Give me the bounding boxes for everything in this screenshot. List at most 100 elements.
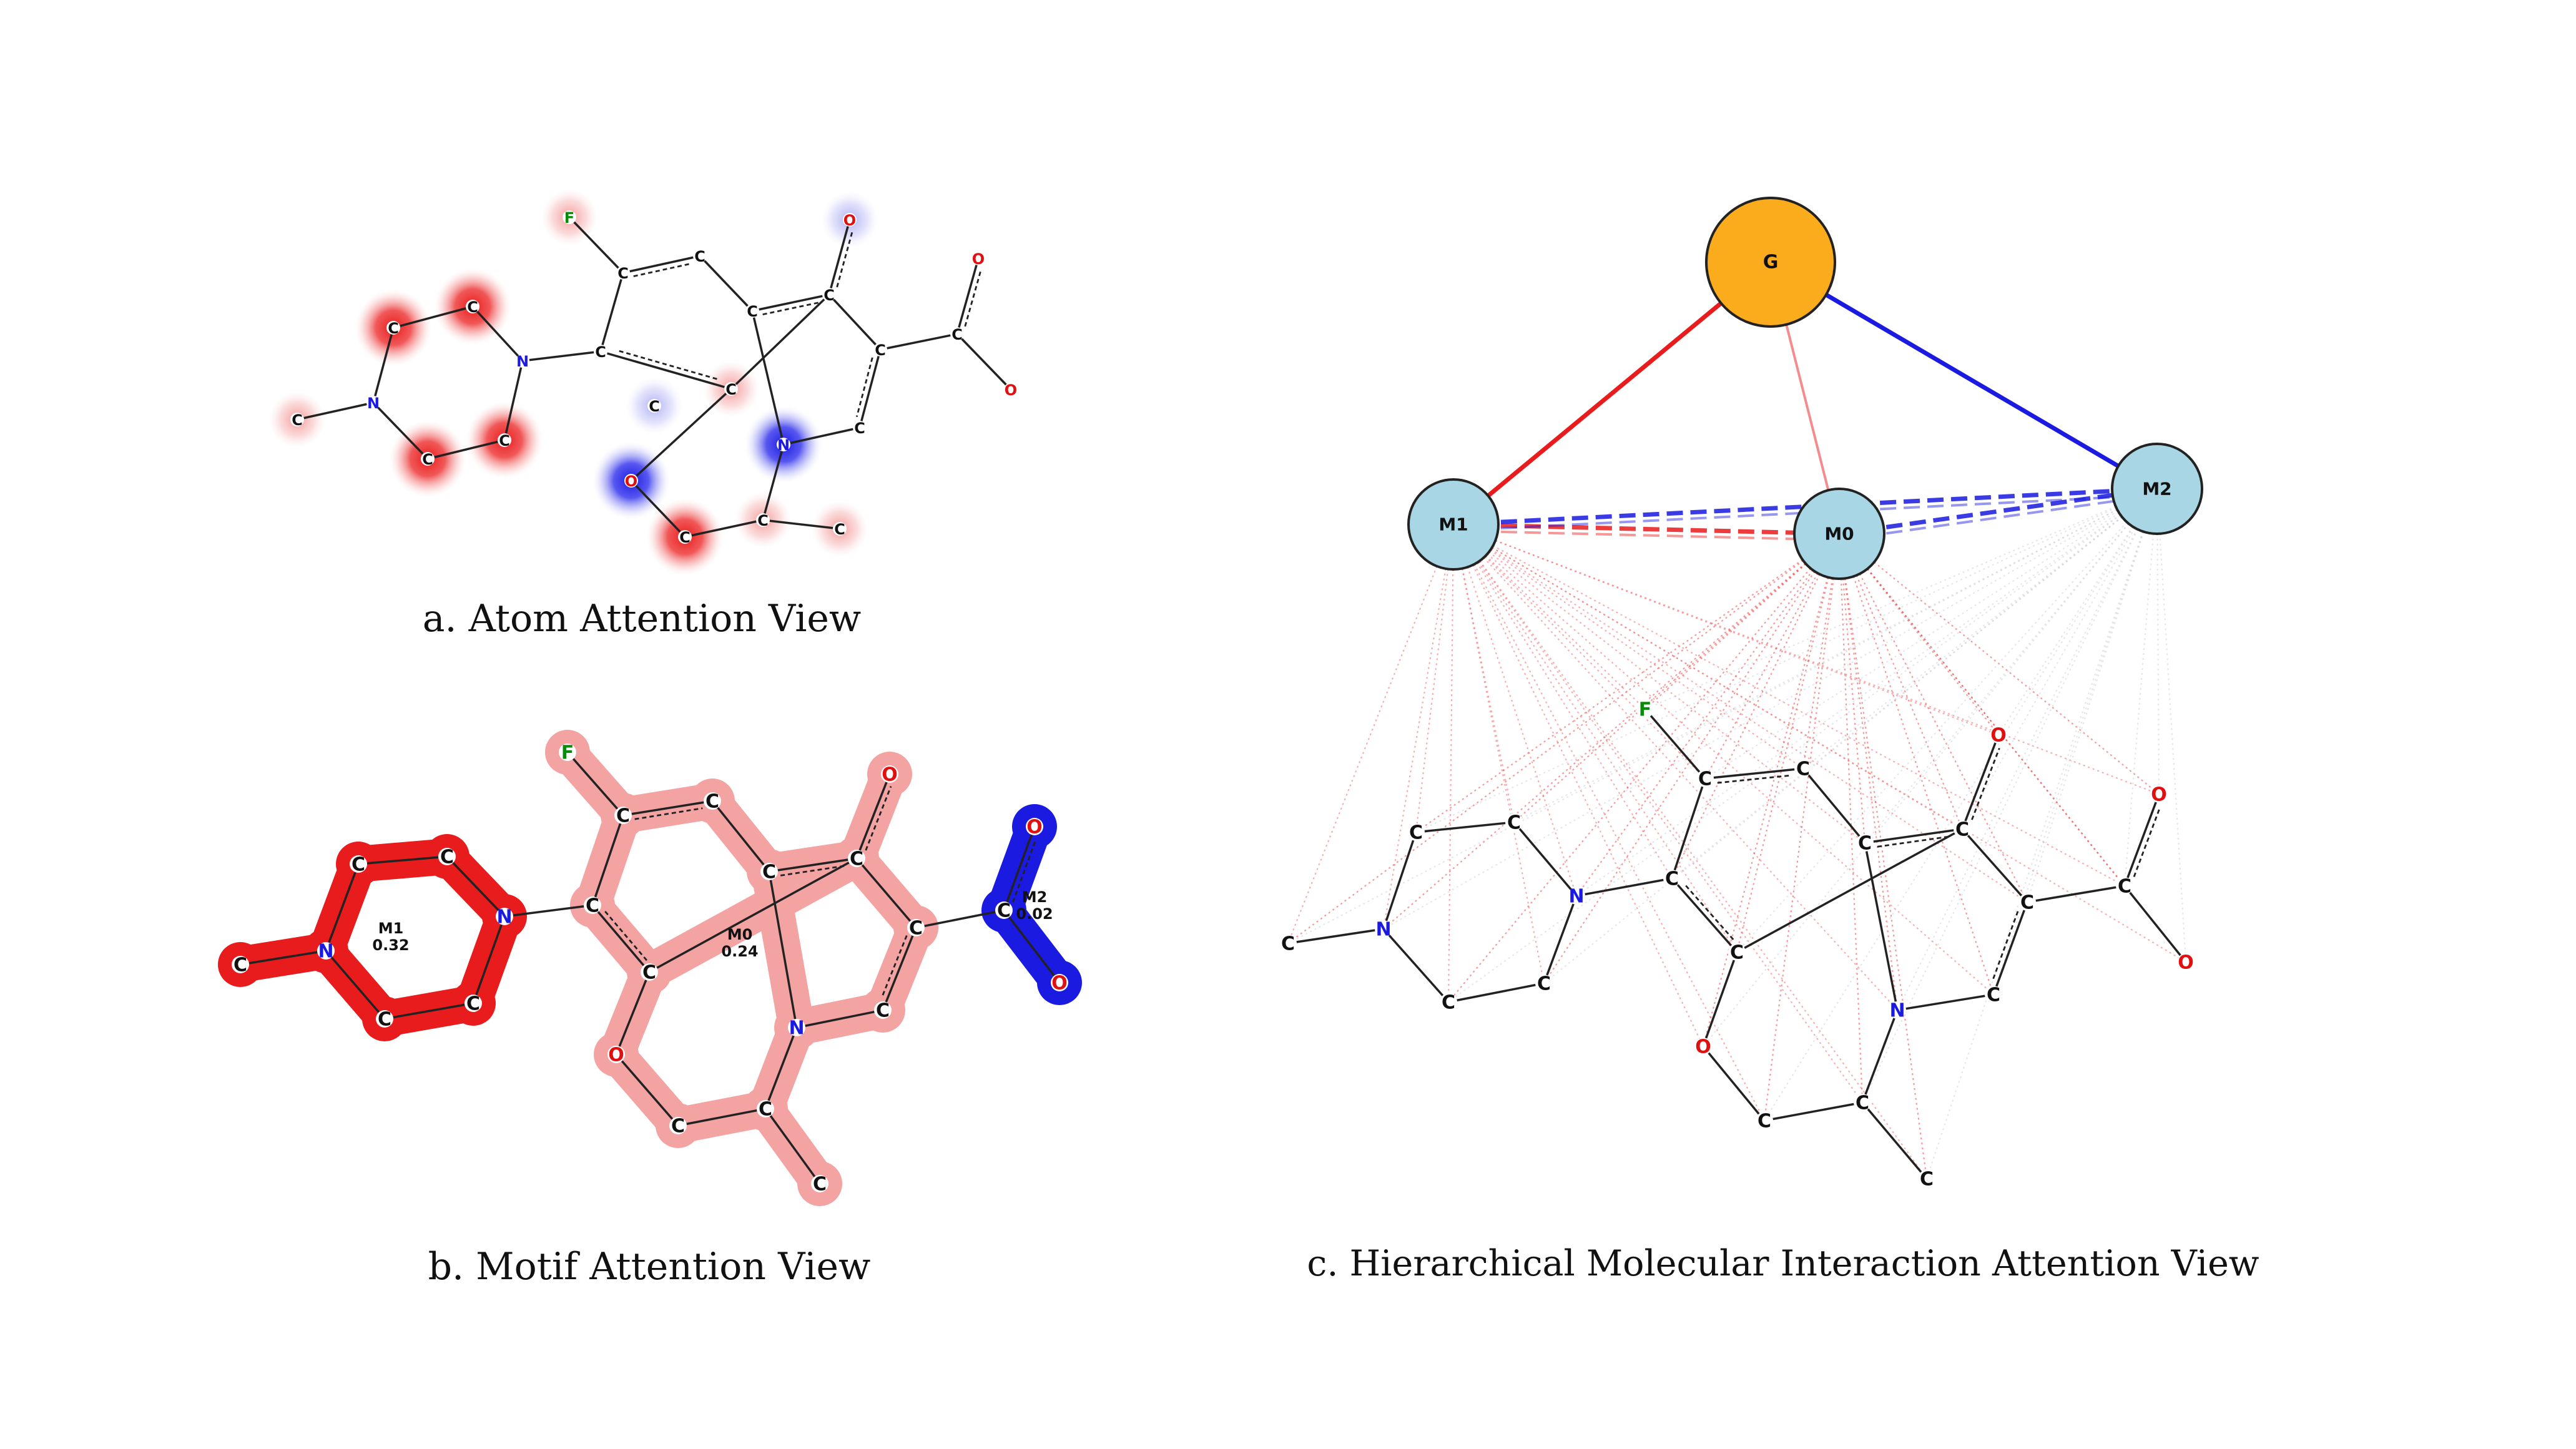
c-atom-label: C	[1442, 992, 1455, 1014]
a-atom-label: C	[747, 303, 758, 320]
c-bond-double	[1877, 835, 1952, 848]
b-atom-label: C	[759, 1099, 772, 1121]
c-atom-bg	[1696, 770, 1714, 787]
motif-atom-link	[1998, 488, 2158, 735]
motif-atom-link	[1453, 524, 1738, 953]
a-bond	[630, 479, 686, 538]
b-bond	[1003, 826, 1036, 911]
motif-atom-link	[1764, 488, 2158, 1121]
c-bond	[2027, 885, 2125, 903]
a-bond	[600, 350, 732, 390]
global-node	[1705, 197, 1836, 328]
a-atom-bg	[466, 300, 479, 313]
motif-atom-link	[1704, 533, 1840, 779]
c-bond	[1644, 708, 1706, 780]
a-bond	[471, 305, 524, 362]
b-atom-label: C	[586, 895, 599, 917]
b-bond-double	[865, 785, 892, 851]
a-bond-double	[762, 301, 822, 316]
b-bond	[622, 800, 713, 817]
b-bond	[591, 815, 624, 906]
motif-atom-link	[1447, 524, 1455, 1003]
motif-atom-link	[1838, 533, 1928, 1179]
b-atom-bg	[584, 896, 601, 914]
motif-id-label: M1	[378, 920, 404, 937]
b-atom-label: C	[997, 900, 1011, 922]
a-bond	[730, 293, 830, 390]
a-atom-label: C	[875, 341, 886, 359]
a-bond	[427, 439, 505, 460]
motif-atom-link	[2123, 488, 2158, 887]
c-bond-double	[1683, 883, 1734, 940]
c-atom-bg	[2116, 877, 2133, 895]
c-atom-label: N	[1568, 886, 1584, 908]
c-bond	[2123, 793, 2160, 887]
a-atom-label: C	[388, 320, 399, 337]
a-atom-label: C	[725, 381, 737, 398]
motif-atom-link	[1839, 533, 2186, 963]
c-bond	[1864, 828, 1963, 844]
a-atom-bg	[777, 438, 790, 451]
a-atom-label: F	[564, 209, 574, 227]
b-atom-bg	[376, 1010, 393, 1028]
b-atom-bg	[496, 908, 513, 925]
b-atom-label: C	[909, 918, 923, 940]
motif-atom-link	[1897, 488, 2158, 1011]
b-atom-label: C	[234, 955, 247, 976]
b-atom-bg	[848, 850, 865, 867]
a-atom-bg	[498, 433, 511, 447]
a-bond	[393, 305, 473, 329]
b-bond	[769, 857, 857, 873]
atom-attention-glows	[268, 189, 878, 576]
motif-atom-link	[1453, 524, 1765, 1121]
motif-atom-link	[1415, 524, 1455, 833]
b-bond	[504, 904, 593, 918]
motif-atom-link	[1839, 533, 2160, 795]
a-bond-double	[617, 350, 717, 380]
a-bond	[751, 310, 785, 445]
b-bond-double	[634, 807, 703, 820]
c-atom-bg	[1279, 935, 1297, 952]
motif-atom-link	[2156, 488, 2160, 795]
a-atom-label: C	[854, 420, 865, 437]
b-bond	[764, 1027, 798, 1109]
global-node-label: G	[1763, 252, 1779, 273]
b-atom-bg	[232, 956, 249, 973]
c-bond	[1861, 1009, 1899, 1103]
b-bond	[649, 857, 857, 973]
c-atom-bg	[1918, 1170, 1935, 1187]
motif-atom-link	[1513, 533, 1840, 823]
a-bond	[599, 272, 624, 352]
c-atom-bg	[1440, 993, 1457, 1011]
c-atom-label: N	[1375, 919, 1391, 941]
motif-atom-link	[1644, 533, 1840, 710]
motif-atom-link	[1287, 524, 1455, 944]
a-bond	[858, 349, 882, 428]
b-atom-label: C	[466, 993, 480, 1015]
motif-node	[1407, 478, 1500, 571]
motif-atom-link	[1448, 488, 2158, 1003]
b-bond	[615, 971, 651, 1055]
c-bond	[1764, 1101, 1863, 1122]
c-bond-double	[2133, 807, 2161, 878]
motif-atom-link	[1838, 533, 1866, 843]
b-atom-bg	[757, 1100, 774, 1117]
motif-atom-link	[1383, 488, 2158, 930]
c-atom-label: C	[1507, 812, 1521, 834]
a-bond	[828, 293, 882, 351]
a-atom-bg	[873, 343, 887, 356]
c-bond	[1671, 877, 1738, 953]
motif-atom-link	[1513, 488, 2158, 823]
motif-view-bonds	[240, 751, 1061, 1185]
c-atom-bg	[1694, 1038, 1712, 1055]
c-atom-bg	[2018, 893, 2036, 911]
motif-atom-link	[1415, 533, 1840, 833]
c-bond	[1992, 901, 2028, 995]
a-atom-label: C	[951, 326, 963, 343]
a-bond	[630, 388, 732, 482]
c-atom-bg	[1728, 943, 1746, 961]
